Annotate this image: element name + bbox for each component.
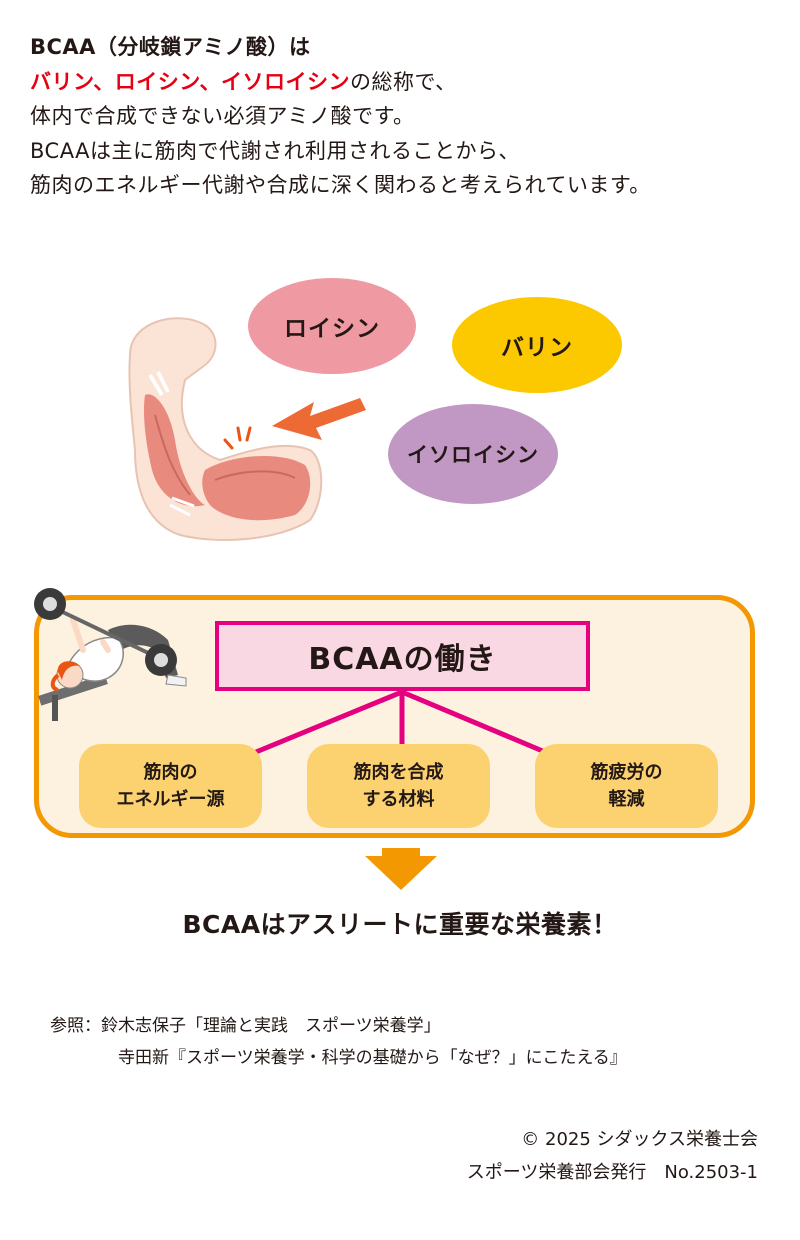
function-item-synthesis-line2: する材料 — [362, 789, 435, 810]
function-item-energy-line1: 筋肉の — [143, 762, 198, 783]
function-item-fatigue-line2: 軽減 — [608, 789, 645, 810]
function-item-energy: 筋肉の エネルギー源 — [79, 744, 262, 828]
function-item-fatigue: 筋疲労の 軽減 — [535, 744, 718, 828]
function-item-fatigue-line1: 筋疲労の — [590, 762, 663, 783]
references: 参照：鈴木志保子「理論と実践 スポーツ栄養学」 寺田新『スポーツ栄養学・科学の基… — [50, 1010, 627, 1074]
intro-line-2: バリン、ロイシン、イソロイシンの総称で、 — [30, 65, 790, 100]
leucine-bubble: ロイシン — [248, 278, 416, 374]
amino-acid-illustration: ロイシン バリン イソロイシン — [0, 270, 800, 550]
valine-bubble: バリン — [452, 297, 622, 393]
isoleucine-bubble: イソロイシン — [388, 404, 558, 504]
intro-line-1: BCAA（分岐鎖アミノ酸）は — [30, 30, 790, 65]
reference-2: 寺田新『スポーツ栄養学・科学の基礎から「なぜ？」にこたえる』 — [118, 1048, 627, 1068]
function-item-synthesis: 筋肉を合成 する材料 — [307, 744, 490, 828]
down-arrow-icon — [365, 848, 437, 890]
intro-line-2-rest: の総称で、 — [349, 69, 457, 94]
bcaa-names-highlight: バリン、ロイシン、イソロイシン — [30, 69, 350, 94]
intro-line-3: 体内で合成できない必須アミノ酸です。 — [30, 104, 415, 128]
copyright: © 2025 シダックス栄養士会 — [521, 1129, 758, 1150]
conclusion-text: BCAAはアスリートに重要な栄養素！ — [182, 910, 618, 939]
intro-line-1-text: BCAA（分岐鎖アミノ酸）は — [30, 35, 311, 59]
function-item-energy-line2: エネルギー源 — [116, 789, 225, 810]
weightlifter-icon — [34, 588, 187, 721]
intro-line-5: 筋肉のエネルギー代謝や合成に深く関わると考えられています。 — [30, 173, 651, 197]
reference-1: 参照：鈴木志保子「理論と実践 スポーツ栄養学」 — [50, 1016, 441, 1036]
intro-text: BCAA（分岐鎖アミノ酸）は バリン、ロイシン、イソロイシンの総称で、 体内で合… — [30, 30, 790, 203]
flexed-arm-icon — [128, 317, 323, 541]
intro-line-4: BCAAは主に筋肉で代謝され利用されることから、 — [30, 138, 521, 163]
arrow-icon — [272, 398, 366, 440]
footer: © 2025 シダックス栄養士会 スポーツ栄養部会発行 No.2503-1 — [467, 1123, 758, 1189]
publisher: スポーツ栄養部会発行 No.2503-1 — [466, 1162, 758, 1183]
bcaa-function-title: BCAAの働き — [215, 621, 590, 691]
function-item-synthesis-line1: 筋肉を合成 — [353, 762, 444, 783]
